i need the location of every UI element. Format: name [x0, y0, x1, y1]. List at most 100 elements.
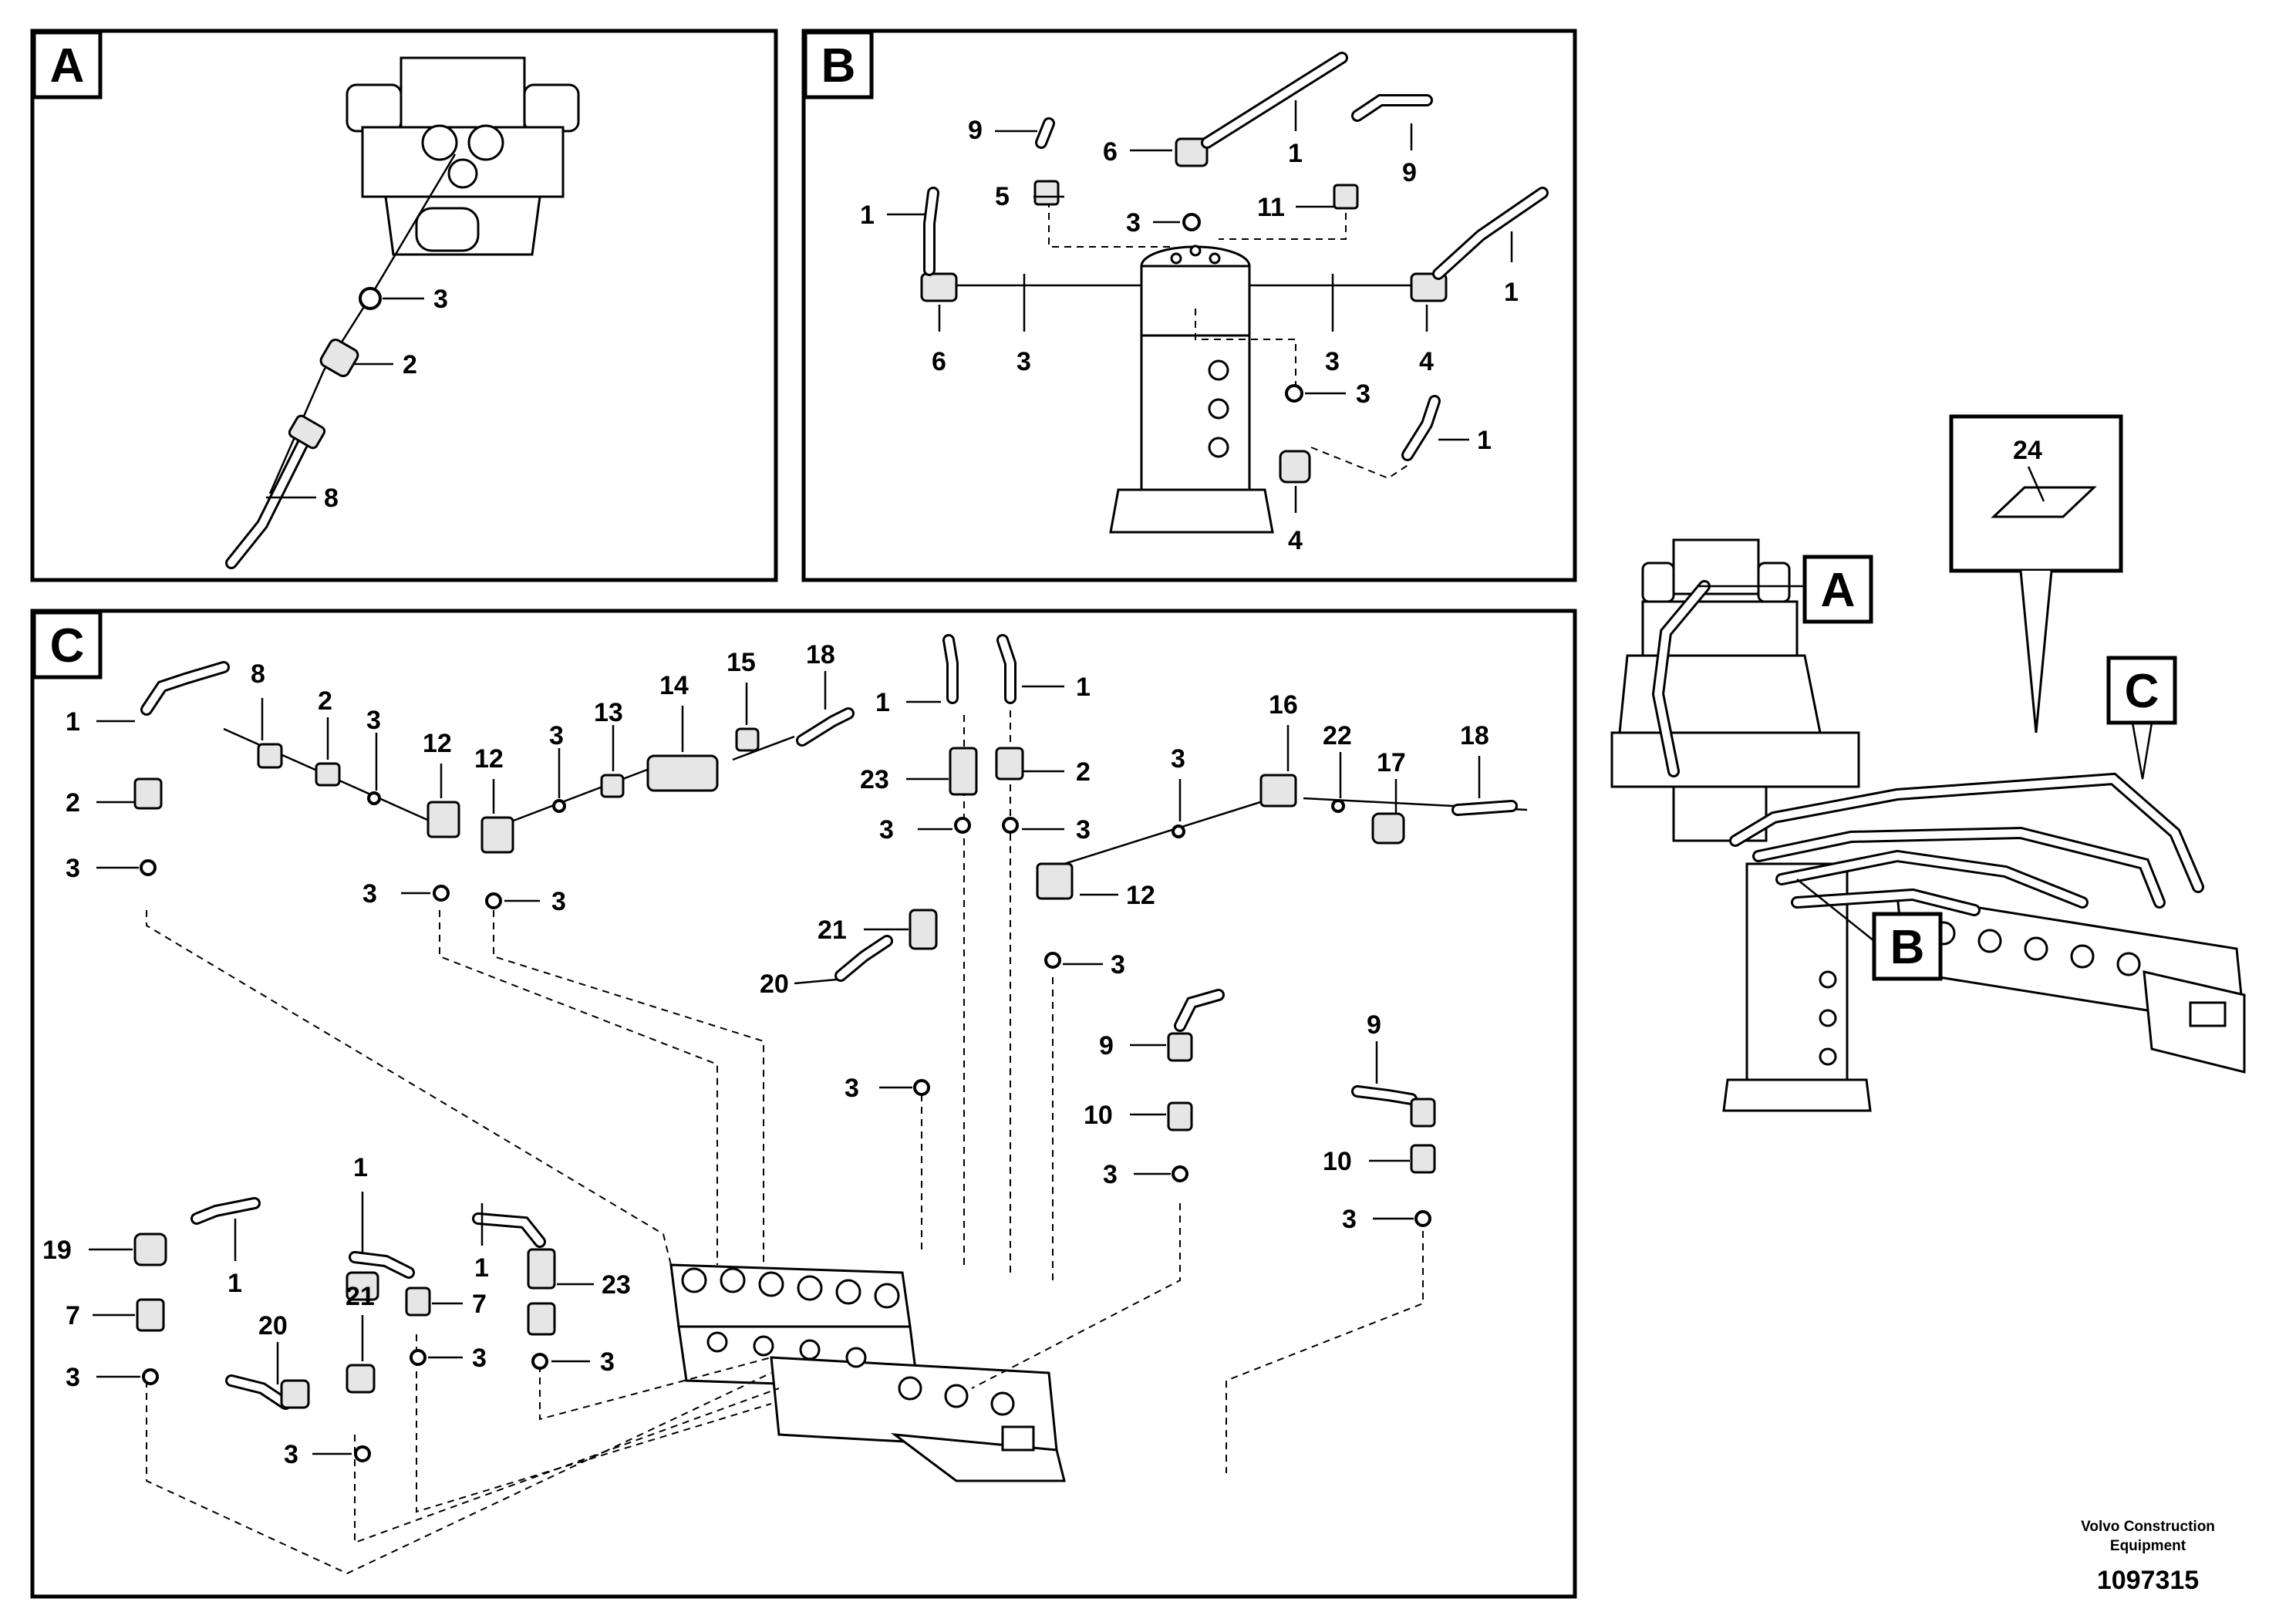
- decal-icon: [1991, 486, 2097, 518]
- panel-b-label: B: [821, 39, 856, 93]
- callout-2: 2: [1076, 757, 1091, 787]
- o-ring-icon: [140, 859, 157, 876]
- overview-callout-b: B: [1796, 878, 1943, 981]
- adapter-icon: [1410, 1144, 1436, 1174]
- callout-1: 1: [228, 1269, 242, 1298]
- callout-12: 12: [423, 729, 452, 758]
- adapter-icon: [315, 762, 341, 787]
- elbow-fitting-icon: [1175, 137, 1209, 167]
- callout-1: 1: [474, 1253, 489, 1283]
- adapter-icon: [346, 1271, 379, 1301]
- callout-1: 1: [1504, 278, 1519, 307]
- o-ring-icon: [1172, 824, 1185, 838]
- callout-7: 7: [66, 1301, 80, 1330]
- callout-14: 14: [659, 671, 689, 700]
- elbow-fitting-icon: [920, 272, 958, 302]
- callout-6: 6: [1103, 137, 1118, 167]
- adapter-icon: [136, 1298, 165, 1332]
- callout-3: 3: [1017, 347, 1031, 376]
- adapter-icon: [735, 727, 760, 752]
- callout-9: 9: [968, 116, 983, 145]
- callout-17: 17: [1377, 748, 1406, 777]
- callout-2: 2: [66, 788, 80, 818]
- o-ring-icon: [354, 1445, 371, 1462]
- svg-text:C: C: [2125, 665, 2159, 718]
- callout-10: 10: [1323, 1147, 1352, 1176]
- callout-4: 4: [1419, 347, 1434, 376]
- panel-b: B: [801, 29, 1577, 582]
- callout-16: 16: [1269, 690, 1298, 720]
- elbow-fitting-icon: [1410, 272, 1448, 302]
- callout-1: 1: [1288, 139, 1303, 168]
- brand-line-2: Equipment: [2110, 1538, 2186, 1554]
- callout-3: 3: [549, 721, 564, 750]
- callout-23: 23: [602, 1270, 631, 1300]
- callout-2: 2: [403, 350, 417, 379]
- swing-motor-drawing: [346, 56, 580, 256]
- tee-fitting-icon: [133, 1233, 167, 1266]
- decal-callout-24: 24: [1949, 414, 2123, 733]
- swivel-joint-drawing: [1109, 244, 1274, 534]
- callout-9: 9: [1367, 1010, 1381, 1040]
- elbow-fitting-icon: [909, 909, 938, 950]
- adapter-icon: [257, 743, 283, 769]
- callout-1: 1: [860, 201, 875, 230]
- adapter-icon: [133, 777, 163, 810]
- document-number: 1097315: [2097, 1566, 2199, 1595]
- callout-10: 10: [1084, 1101, 1113, 1130]
- callout-12: 12: [1126, 881, 1155, 910]
- callout-22: 22: [1323, 721, 1352, 750]
- o-ring-icon: [552, 799, 566, 813]
- callout-1: 1: [875, 688, 890, 717]
- callout-3: 3: [1076, 815, 1091, 845]
- callout-12: 12: [474, 744, 504, 774]
- tee-fitting-icon: [1259, 774, 1297, 808]
- callout-9: 9: [1099, 1031, 1114, 1061]
- callout-13: 13: [594, 698, 623, 727]
- adapter-icon: [405, 1286, 431, 1317]
- elbow-fitting-icon: [346, 1364, 376, 1394]
- callout-3: 3: [845, 1074, 859, 1103]
- callout-3: 3: [1126, 208, 1141, 238]
- adapter-icon: [1167, 1101, 1193, 1131]
- callout-3: 3: [551, 887, 566, 916]
- elbow-fitting-icon: [1371, 812, 1405, 845]
- adapter-icon: [1167, 1032, 1193, 1062]
- callout-3: 3: [433, 285, 448, 314]
- callout-2: 2: [318, 686, 332, 716]
- adapter-icon: [527, 1248, 556, 1290]
- callout-3: 3: [600, 1347, 615, 1377]
- callout-1: 1: [1477, 426, 1492, 455]
- footer: Volvo Construction Equipment 1097315: [2081, 1519, 2215, 1595]
- o-ring-icon: [913, 1079, 930, 1096]
- callout-24: 24: [2013, 436, 2042, 465]
- panel-c: C: [30, 609, 1577, 1599]
- callout-18: 18: [1460, 721, 1489, 750]
- panel-a-label: A: [50, 39, 85, 93]
- callout-3: 3: [1111, 950, 1125, 980]
- o-ring-icon: [433, 885, 450, 902]
- panel-c-label: C: [50, 619, 85, 673]
- callout-15: 15: [727, 648, 756, 677]
- svg-text:A: A: [1821, 564, 1856, 617]
- callout-20: 20: [258, 1311, 288, 1340]
- svg-text:B: B: [1890, 921, 1925, 974]
- hose-icon: [140, 634, 1518, 1410]
- o-ring-icon: [1182, 213, 1201, 231]
- adapter-icon: [949, 747, 978, 796]
- callout-3: 3: [1171, 744, 1185, 774]
- o-ring-icon: [1172, 1165, 1188, 1182]
- callout-4: 4: [1288, 526, 1303, 555]
- o-ring-icon: [142, 1368, 159, 1385]
- callout-3: 3: [1356, 379, 1371, 409]
- adapter-icon: [1410, 1098, 1436, 1128]
- callout-3: 3: [362, 879, 377, 909]
- callout-5: 5: [995, 182, 1010, 211]
- hose-icon: [923, 52, 1549, 461]
- callout-3: 3: [284, 1440, 298, 1469]
- connector-block-icon: [426, 801, 460, 838]
- callout-1: 1: [1076, 673, 1091, 702]
- callout-20: 20: [760, 969, 789, 999]
- o-ring-icon: [1331, 799, 1345, 813]
